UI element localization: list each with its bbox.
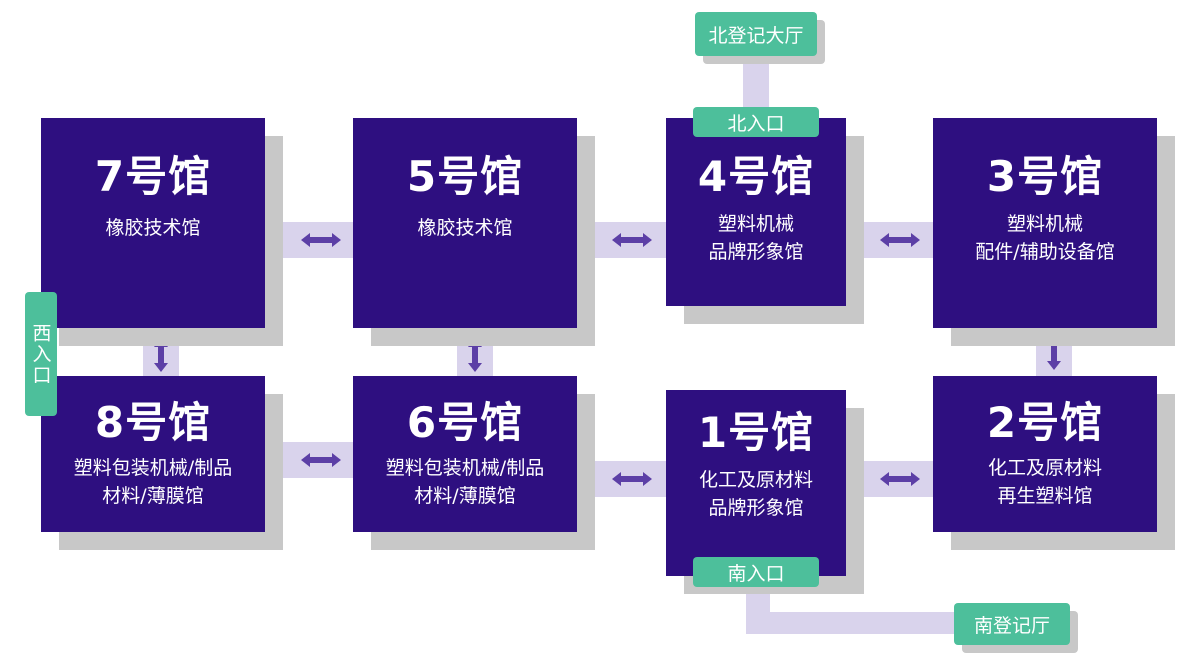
hall-6[interactable]: 6号馆 塑料包装机械/制品 材料/薄膜馆 [353,376,577,532]
hall-3-desc-line-1: 塑料机械 [1006,213,1083,235]
arrow-8-6-icon [301,452,341,468]
hall-8[interactable]: 8号馆 塑料包装机械/制品 材料/薄膜馆 [41,376,265,532]
hall-8-number: 8号馆 [94,398,212,447]
hall-5-description: 橡胶技术馆 [417,217,513,239]
hall-4-desc-line-2: 品牌形象馆 [708,241,804,263]
hall-2-description: 化工及原材料 再生塑料馆 [933,454,1157,510]
arrow-3-2-icon [1046,336,1062,370]
hall-4-desc-line-1: 塑料机械 [717,213,794,235]
hall-7[interactable]: 7号馆 橡胶技术馆 [41,118,265,328]
hall-2-desc-line-2: 再生塑料馆 [997,485,1093,507]
hall-4-description: 塑料机械 品牌形象馆 [666,210,846,266]
arrow-7-5-icon [301,232,341,248]
hall-3-desc-line-2: 配件/辅助设备馆 [975,241,1115,263]
hall-2-number: 2号馆 [986,398,1104,447]
hall-6-desc-line-1: 塑料包装机械/制品 [385,457,545,479]
arrow-6-1-icon [612,471,652,487]
hall-8-desc-line-1: 塑料包装机械/制品 [73,457,233,479]
hall-4[interactable]: 4号馆 塑料机械 品牌形象馆 [666,118,846,306]
arrow-7-8-icon [153,338,169,372]
north-registration-hall[interactable]: 北登记大厅 [695,12,817,56]
hall-1-desc-line-2: 品牌形象馆 [708,497,804,519]
hall-1[interactable]: 1号馆 化工及原材料 品牌形象馆 [666,390,846,576]
hall-5[interactable]: 5号馆 橡胶技术馆 [353,118,577,328]
north-entrance[interactable]: 北入口 [693,107,819,137]
hall-2-desc-line-1: 化工及原材料 [987,457,1102,479]
south-path-horizontal [746,612,958,634]
hall-2[interactable]: 2号馆 化工及原材料 再生塑料馆 [933,376,1157,532]
hall-8-desc-line-2: 材料/薄膜馆 [102,485,204,507]
hall-7-number: 7号馆 [94,152,212,201]
hall-6-desc-line-2: 材料/薄膜馆 [414,485,516,507]
hall-1-desc-line-1: 化工及原材料 [698,469,813,491]
hall-1-description: 化工及原材料 品牌形象馆 [666,466,846,522]
hall-7-description: 橡胶技术馆 [105,217,201,239]
arrow-1-2-icon [880,471,920,487]
hall-8-description: 塑料包装机械/制品 材料/薄膜馆 [41,454,265,510]
hall-3-description: 塑料机械 配件/辅助设备馆 [933,210,1157,266]
hall-1-number: 1号馆 [697,408,815,457]
hall-3-number: 3号馆 [986,152,1104,201]
arrow-4-3-icon [880,232,920,248]
hall-5-number: 5号馆 [406,152,524,201]
hall-6-description: 塑料包装机械/制品 材料/薄膜馆 [353,454,577,510]
hall-6-number: 6号馆 [406,398,524,447]
west-entrance[interactable]: 西入口 [25,292,57,416]
south-entrance[interactable]: 南入口 [693,557,819,587]
south-registration-hall[interactable]: 南登记厅 [954,603,1070,645]
arrow-5-6-icon [467,338,483,372]
hall-4-number: 4号馆 [697,152,815,201]
hall-3[interactable]: 3号馆 塑料机械 配件/辅助设备馆 [933,118,1157,328]
arrow-5-4-icon [612,232,652,248]
